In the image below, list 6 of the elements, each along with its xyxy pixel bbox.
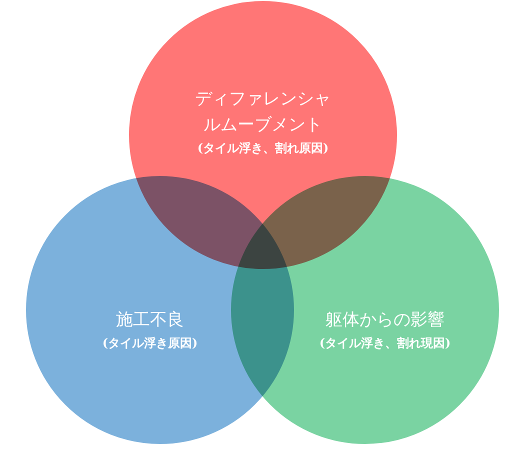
circle-subtitle: (タイル浮き、割れ現因)	[318, 335, 452, 352]
circle-title: ディファレンシャルムーブメント	[194, 88, 332, 137]
circle-title: 施工不良	[115, 309, 185, 332]
circle-subtitle: (タイル浮き、割れ原因)	[196, 140, 330, 157]
circle-title: 躯体からの影響	[324, 309, 446, 332]
circle-subtitle: (タイル浮き原因)	[101, 335, 199, 352]
